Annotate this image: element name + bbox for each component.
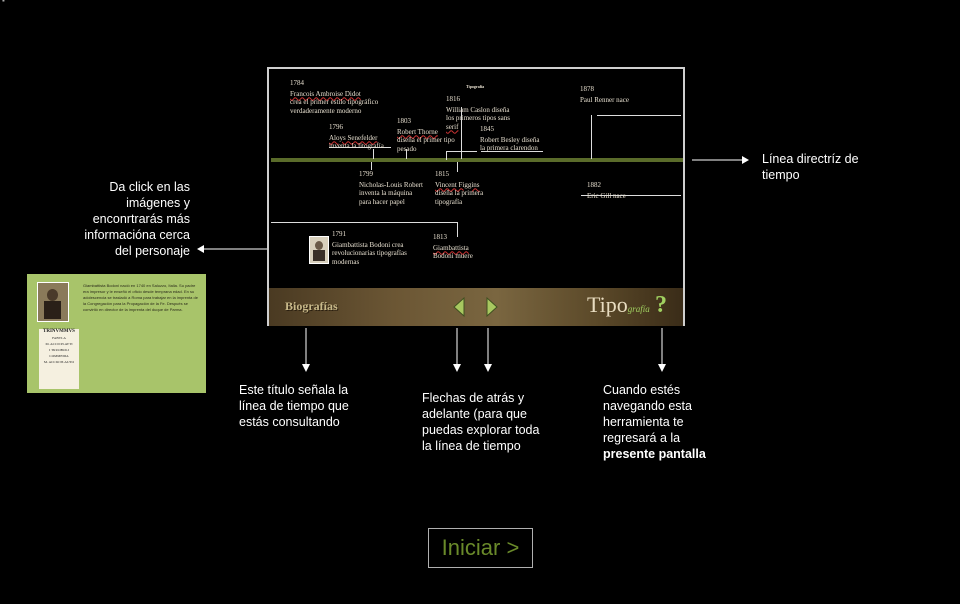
timeline-entry-1882[interactable]: 1882 Eric Gill nace	[587, 181, 626, 200]
help-note-text: Cuando estés navegando esta herramienta …	[603, 383, 692, 445]
connector-line	[581, 195, 681, 196]
connector-line	[461, 107, 462, 159]
help-button[interactable]: ?	[655, 292, 667, 318]
timeline-entry-1803[interactable]: 1803 Robert Thorne diseña el primer tipo…	[397, 117, 455, 153]
arrow-right-annotation	[692, 156, 749, 164]
connector-line	[271, 222, 458, 237]
portrait-head	[315, 241, 323, 250]
footer-title: Biografías	[285, 299, 338, 313]
corner-mark: ▪	[2, 0, 5, 5]
arrow-down-title	[302, 328, 310, 372]
timeline-entry-1813[interactable]: 1813 Giambattista Bodoni muere	[433, 233, 473, 260]
timeline-footer: Biografías Tipografía ?	[269, 288, 683, 326]
timeline-entry-1845[interactable]: 1845 Robert Besley diseña la primera cla…	[480, 125, 540, 152]
timeline-entry-1816[interactable]: 1816 William Caslon diseña los primeros …	[446, 95, 510, 131]
timeline-entry-1799[interactable]: 1799 Nicholas-Louis Robert inventa la má…	[359, 170, 423, 206]
connector-line	[329, 147, 391, 148]
help-note-bold: presente pantalla	[603, 447, 706, 461]
connector-line	[591, 115, 592, 159]
timeline-line-note: Línea directríz de tiempo	[762, 152, 859, 182]
arrow-down-back	[453, 328, 461, 372]
panel-biography-text: Giambattista Bodoni nació en 1740 en Sal…	[83, 283, 198, 312]
title-note: Este título señala la línea de tiempo qu…	[239, 383, 349, 429]
timeline-frame: Tipografía 1784 Francois Ambroise Didot …	[267, 67, 685, 326]
arrow-down-help	[658, 328, 666, 372]
portrait-body	[313, 250, 325, 261]
timeline-area: Tipografía 1784 Francois Ambroise Didot …	[271, 71, 683, 290]
connector-line	[481, 151, 543, 152]
connector-line	[373, 149, 374, 159]
panel-portrait	[37, 282, 69, 322]
timeline-entry-1796[interactable]: 1796 Aloys Senefelder inventa la litogra…	[329, 123, 384, 150]
timeline-axis	[271, 158, 683, 162]
connector-line	[597, 115, 681, 116]
connector-line	[406, 149, 407, 159]
panel-book-cover: TRINVMMVS FABVLA M. ACCII PLAVTI I TRUOB…	[39, 329, 79, 389]
timeline-entry-1878[interactable]: 1878 Paul Renner nace	[580, 85, 629, 104]
timeline-entry-1791[interactable]: 1791 Giambattista Bodoni crea revolucion…	[332, 230, 407, 266]
forward-arrow-icon[interactable]	[483, 296, 501, 318]
timeline-entry-1815[interactable]: 1815 Vincent Figgins diseña la primera t…	[435, 170, 484, 206]
back-arrow-icon[interactable]	[450, 296, 468, 318]
tipografia-logo: Tipografía	[587, 292, 650, 317]
arrows-note: Flechas de atrás y adelante (para que pu…	[422, 391, 540, 453]
timeline-top-label: Tipografía	[466, 84, 485, 89]
panel-portrait-body	[44, 301, 61, 319]
timeline-entry-1784[interactable]: 1784 Francois Ambroise Didot crea el pri…	[290, 79, 379, 115]
start-button[interactable]: Iniciar >	[428, 528, 533, 568]
help-note: Cuando estés navegando esta herramienta …	[603, 382, 723, 462]
panel-portrait-head	[47, 289, 58, 301]
arrow-down-forward	[484, 328, 492, 372]
connector-line	[457, 162, 458, 172]
bodoni-portrait[interactable]	[309, 236, 329, 264]
click-images-note: Da click en las imágenes y enconrtrarás …	[84, 180, 190, 258]
connector-line	[371, 162, 372, 170]
arrow-left-annotation	[197, 245, 267, 253]
biography-sample-panel[interactable]: TRINVMMVS FABVLA M. ACCII PLAVTI I TRUOB…	[27, 274, 206, 393]
